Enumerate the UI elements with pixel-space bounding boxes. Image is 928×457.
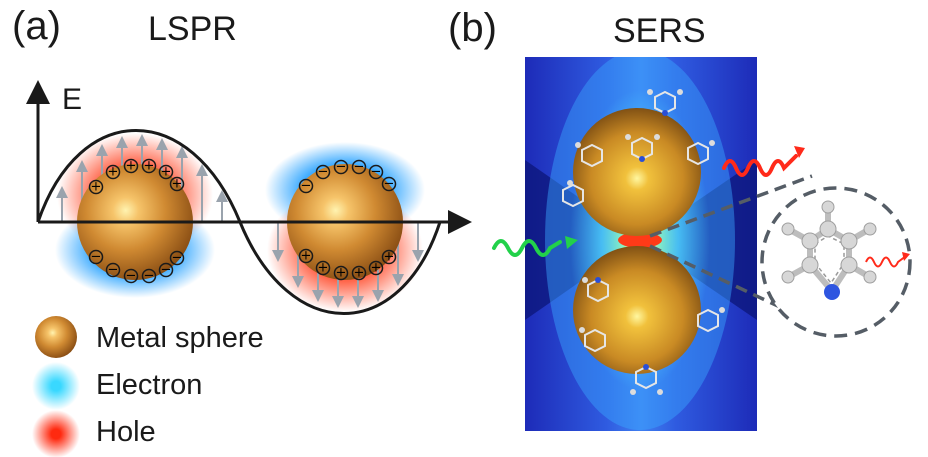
svg-text:−: − xyxy=(384,177,395,192)
svg-text:−: − xyxy=(172,251,183,266)
field-wave xyxy=(36,129,442,315)
legend-electron-icon xyxy=(32,362,80,410)
scattered-light-wave xyxy=(722,154,798,177)
e-axis-label: E xyxy=(62,83,83,116)
gold-nanoparticle-bottom xyxy=(573,246,701,374)
svg-text:−: − xyxy=(91,250,102,265)
svg-text:−: − xyxy=(371,165,382,180)
zoom-line-top xyxy=(649,174,813,238)
pyridine-molecule xyxy=(781,200,910,300)
svg-text:+: + xyxy=(144,159,155,174)
svg-text:−: − xyxy=(161,263,172,278)
svg-text:+: + xyxy=(336,266,347,281)
lspr-diagram: + + + + + + − − − − − − − − − − − − + + … xyxy=(26,80,472,315)
legend-metal-sphere-icon xyxy=(35,316,77,358)
legend-hole-icon xyxy=(32,410,80,457)
legend-metal-sphere-label: Metal sphere xyxy=(96,322,264,354)
legend xyxy=(32,316,80,457)
svg-text:+: + xyxy=(108,165,119,180)
svg-text:+: + xyxy=(354,266,365,281)
lspr-title: LSPR xyxy=(148,10,237,48)
svg-text:+: + xyxy=(318,261,329,276)
charges-right-bottom: + + + + + + xyxy=(298,249,397,281)
gold-nanoparticle-top xyxy=(573,108,701,236)
svg-text:−: − xyxy=(301,179,312,194)
svg-text:−: − xyxy=(318,165,329,180)
charges-right-top: − − − − − − xyxy=(298,160,397,194)
svg-text:−: − xyxy=(354,160,365,175)
svg-text:+: + xyxy=(91,180,102,195)
svg-text:+: + xyxy=(301,249,312,264)
svg-text:−: − xyxy=(108,263,119,278)
panel-a-label: (a) xyxy=(12,4,61,48)
svg-text:+: + xyxy=(172,177,183,192)
scattered-arrow-head xyxy=(794,146,805,158)
incident-light-wave xyxy=(492,239,562,257)
legend-electron-label: Electron xyxy=(96,369,203,401)
svg-text:−: − xyxy=(126,269,137,284)
svg-text:−: − xyxy=(336,160,347,175)
molecule-scattered-wave xyxy=(865,255,907,268)
svg-text:+: + xyxy=(126,159,137,174)
panel-b-label: (b) xyxy=(448,6,497,50)
svg-text:−: − xyxy=(144,269,155,284)
sers-title: SERS xyxy=(613,12,706,50)
legend-hole-label: Hole xyxy=(96,416,156,448)
svg-text:+: + xyxy=(384,250,395,265)
sers-diagram xyxy=(492,57,912,431)
incident-arrow-head xyxy=(565,236,578,249)
charges-left-bottom: − − − − − − xyxy=(88,250,185,284)
svg-text:+: + xyxy=(161,165,172,180)
svg-text:+: + xyxy=(371,261,382,276)
charges-left-top: + + + + + + xyxy=(88,159,185,195)
zoom-circle xyxy=(760,186,912,338)
zoom-line-bottom xyxy=(649,244,813,324)
nitrogen-atom xyxy=(824,284,840,300)
